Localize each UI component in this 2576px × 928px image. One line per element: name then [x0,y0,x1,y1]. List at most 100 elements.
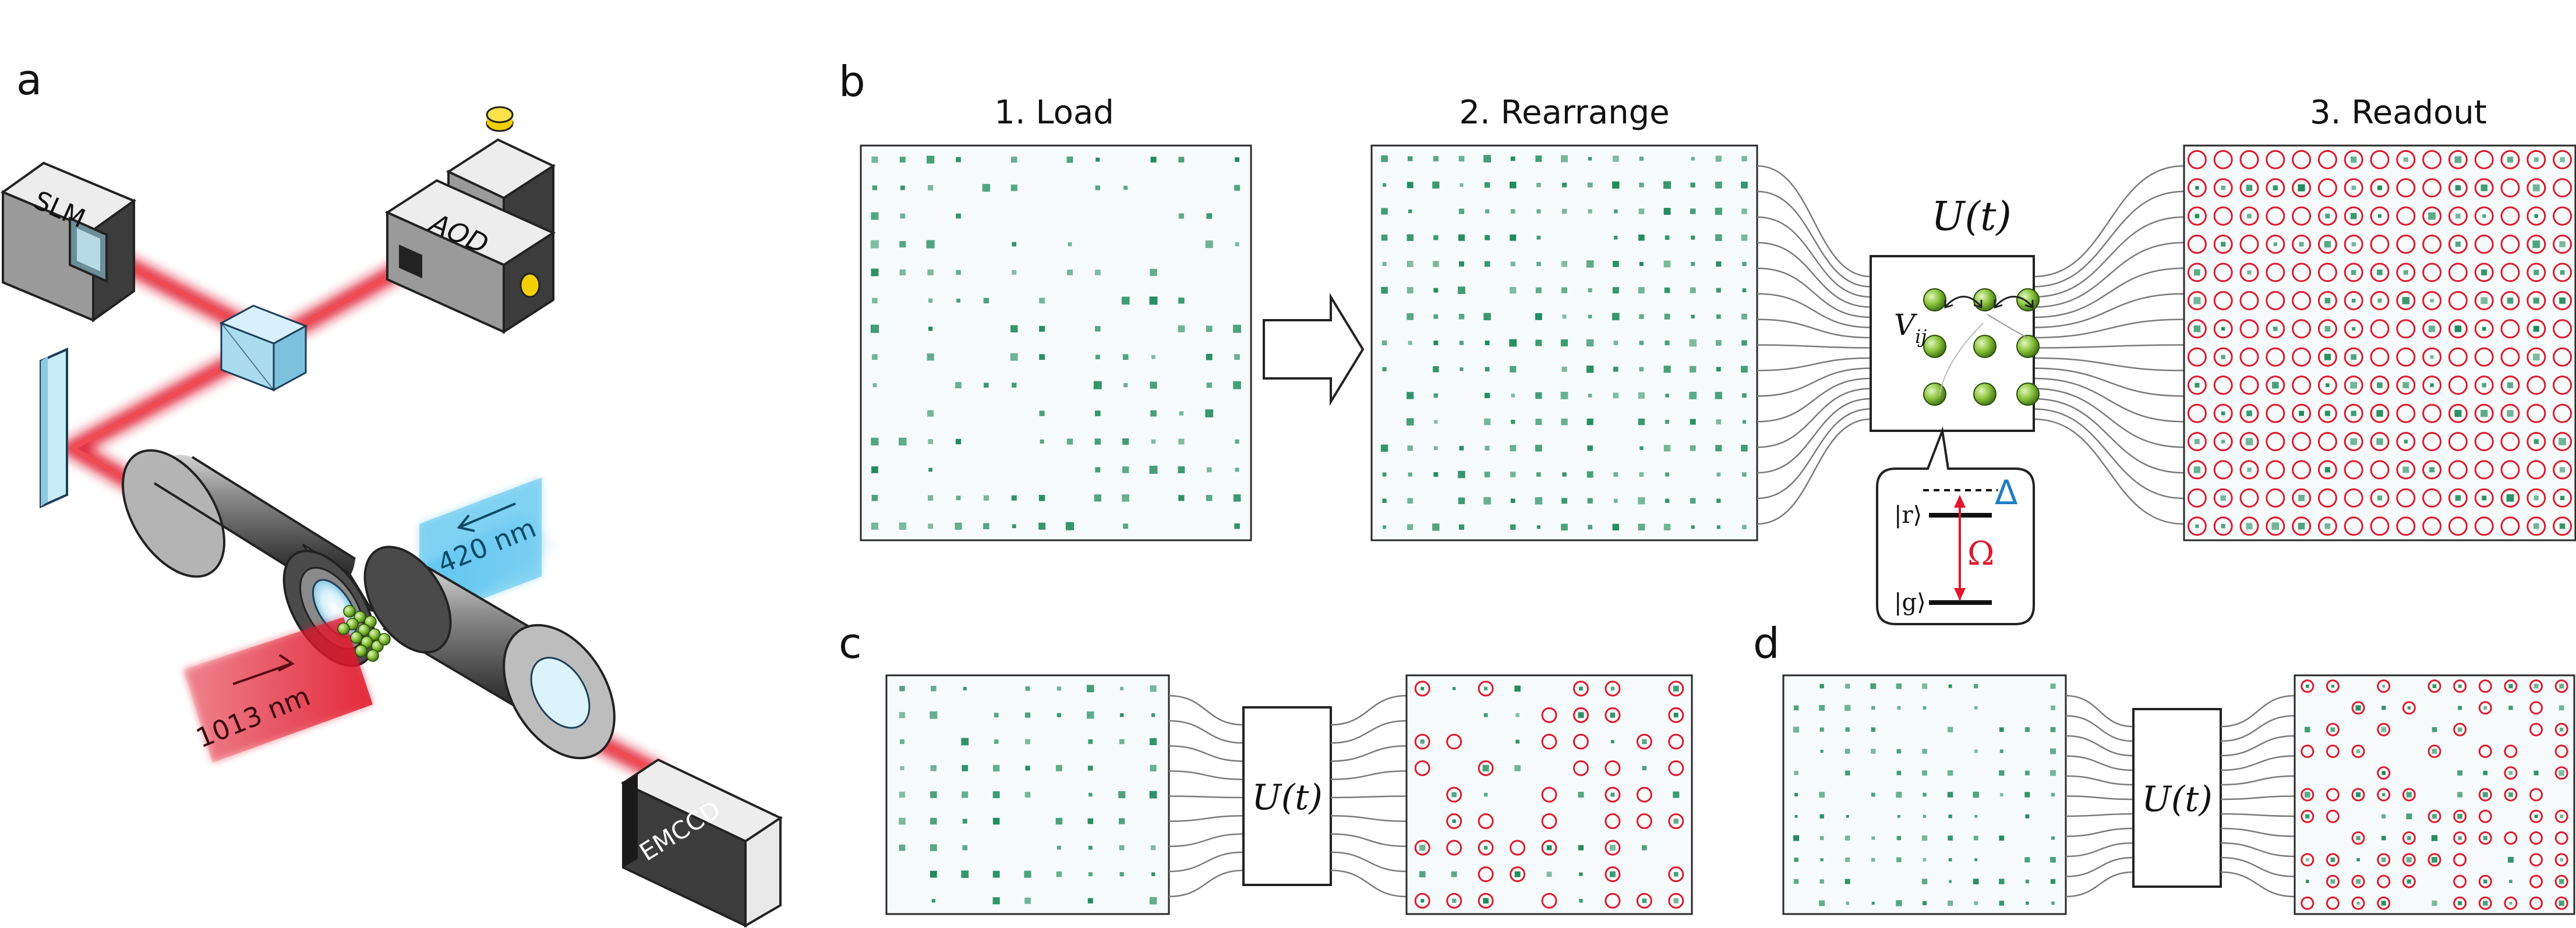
atom-dot [1206,353,1213,360]
atom-dot [1923,858,1927,862]
atom-dot [2326,383,2330,387]
atom-dot [2351,185,2356,190]
atom-dot [1639,446,1644,450]
atom-dot [1088,845,1093,850]
atom-dot [2482,792,2488,798]
atom-dot [962,765,969,771]
readout-circle [2526,291,2546,310]
atom [1973,288,1997,311]
atom-dot [2559,879,2564,884]
atom-dot [2050,770,2056,776]
readout-circle [1605,760,1621,776]
atom-dot [1179,411,1183,416]
readout-circle [2553,460,2573,480]
atom-dot [2407,879,2411,884]
atom-dot [1610,713,1616,718]
atom-dot [2351,299,2356,303]
atom-dot [1055,817,1063,825]
wire [1757,318,1871,339]
readout-circle [1668,707,1684,723]
atom-dot [1845,749,1850,754]
atom-dot [1742,288,1747,292]
emccd-camera: EMCCD [620,758,783,928]
readout-circle [2213,516,2233,536]
atom-dot [1510,182,1517,189]
readout-circle [2448,460,2468,480]
atom-dot [1510,498,1515,503]
atom-dot [2246,410,2252,416]
atom-dot [1715,234,1722,242]
atom-dot [1515,739,1520,744]
wire [2033,293,2185,328]
atom-dot [1578,792,1584,798]
atom-dot [1407,156,1413,161]
atom-dot [2050,705,2055,710]
atom-dot [1949,880,1952,883]
atom-dot [2429,467,2435,473]
atom-dot [1561,287,1567,293]
readout-circle [2474,516,2494,536]
atom-dot [2195,214,2200,218]
atom-dot [1897,814,1900,818]
readout-circle [1478,866,1494,883]
atom-dot [1433,341,1439,345]
atom-dot [2455,241,2461,247]
atom-dot [870,324,879,333]
wire [2065,795,2134,801]
atom-dot [1433,366,1439,373]
atom-dot [1408,472,1412,477]
atom-dot [1561,498,1567,504]
atom-dot [1407,498,1413,504]
interaction-atoms [1923,288,2040,406]
atom-dot [2381,835,2386,841]
readout-circle [2553,206,2573,226]
atom-dot [899,240,906,248]
readout-circle [2317,291,2337,310]
atom-dot [1638,497,1645,505]
readout-circle [2474,150,2494,169]
readout-circle [2554,874,2568,888]
atom-dot [1741,155,1747,162]
atom-dot [1639,182,1644,187]
atom-dot [2381,727,2387,732]
atom-dot [1546,872,1552,877]
atom-dot [1206,382,1212,388]
atom-dot [1012,242,1016,247]
readout-circle [2554,744,2568,758]
atom-dot [1639,472,1644,477]
readout-circle [2500,376,2520,395]
atom-dot [1459,445,1464,451]
readout-circle [2396,291,2416,310]
atom-dot [2024,770,2030,775]
atom-dot [1742,472,1747,477]
atom-dot [1974,814,1978,818]
readout-circle [2301,744,2314,758]
readout-circle [1605,892,1621,909]
readout-circle [2370,347,2390,367]
atom-dot [1483,418,1491,426]
atom-dot [2457,792,2463,798]
atom-dot [2376,410,2383,417]
atom-dot [2351,242,2356,247]
atom-dot [1715,340,1722,346]
atom-dot [1482,764,1489,772]
readout-circle [2526,235,2546,254]
readout-circle [2448,376,2468,395]
atom-dot [1483,845,1488,850]
readout-circle [2529,722,2543,736]
atom-dot [1741,340,1747,346]
atom-dot [2330,879,2335,884]
atom-dot [1845,835,1850,841]
atom-dot [1419,844,1426,851]
atom-dot [1663,523,1671,531]
readout-circle [2187,516,2207,536]
atom-dot [2331,685,2335,688]
atom-dot [2480,184,2487,192]
readout-circle [2526,150,2546,169]
atom-dot [871,268,879,277]
wire [2065,695,2134,728]
atom-dot [2356,858,2360,862]
atom-dot [2483,835,2487,841]
atom-dot [1093,381,1102,389]
readout-circle [2478,701,2492,715]
